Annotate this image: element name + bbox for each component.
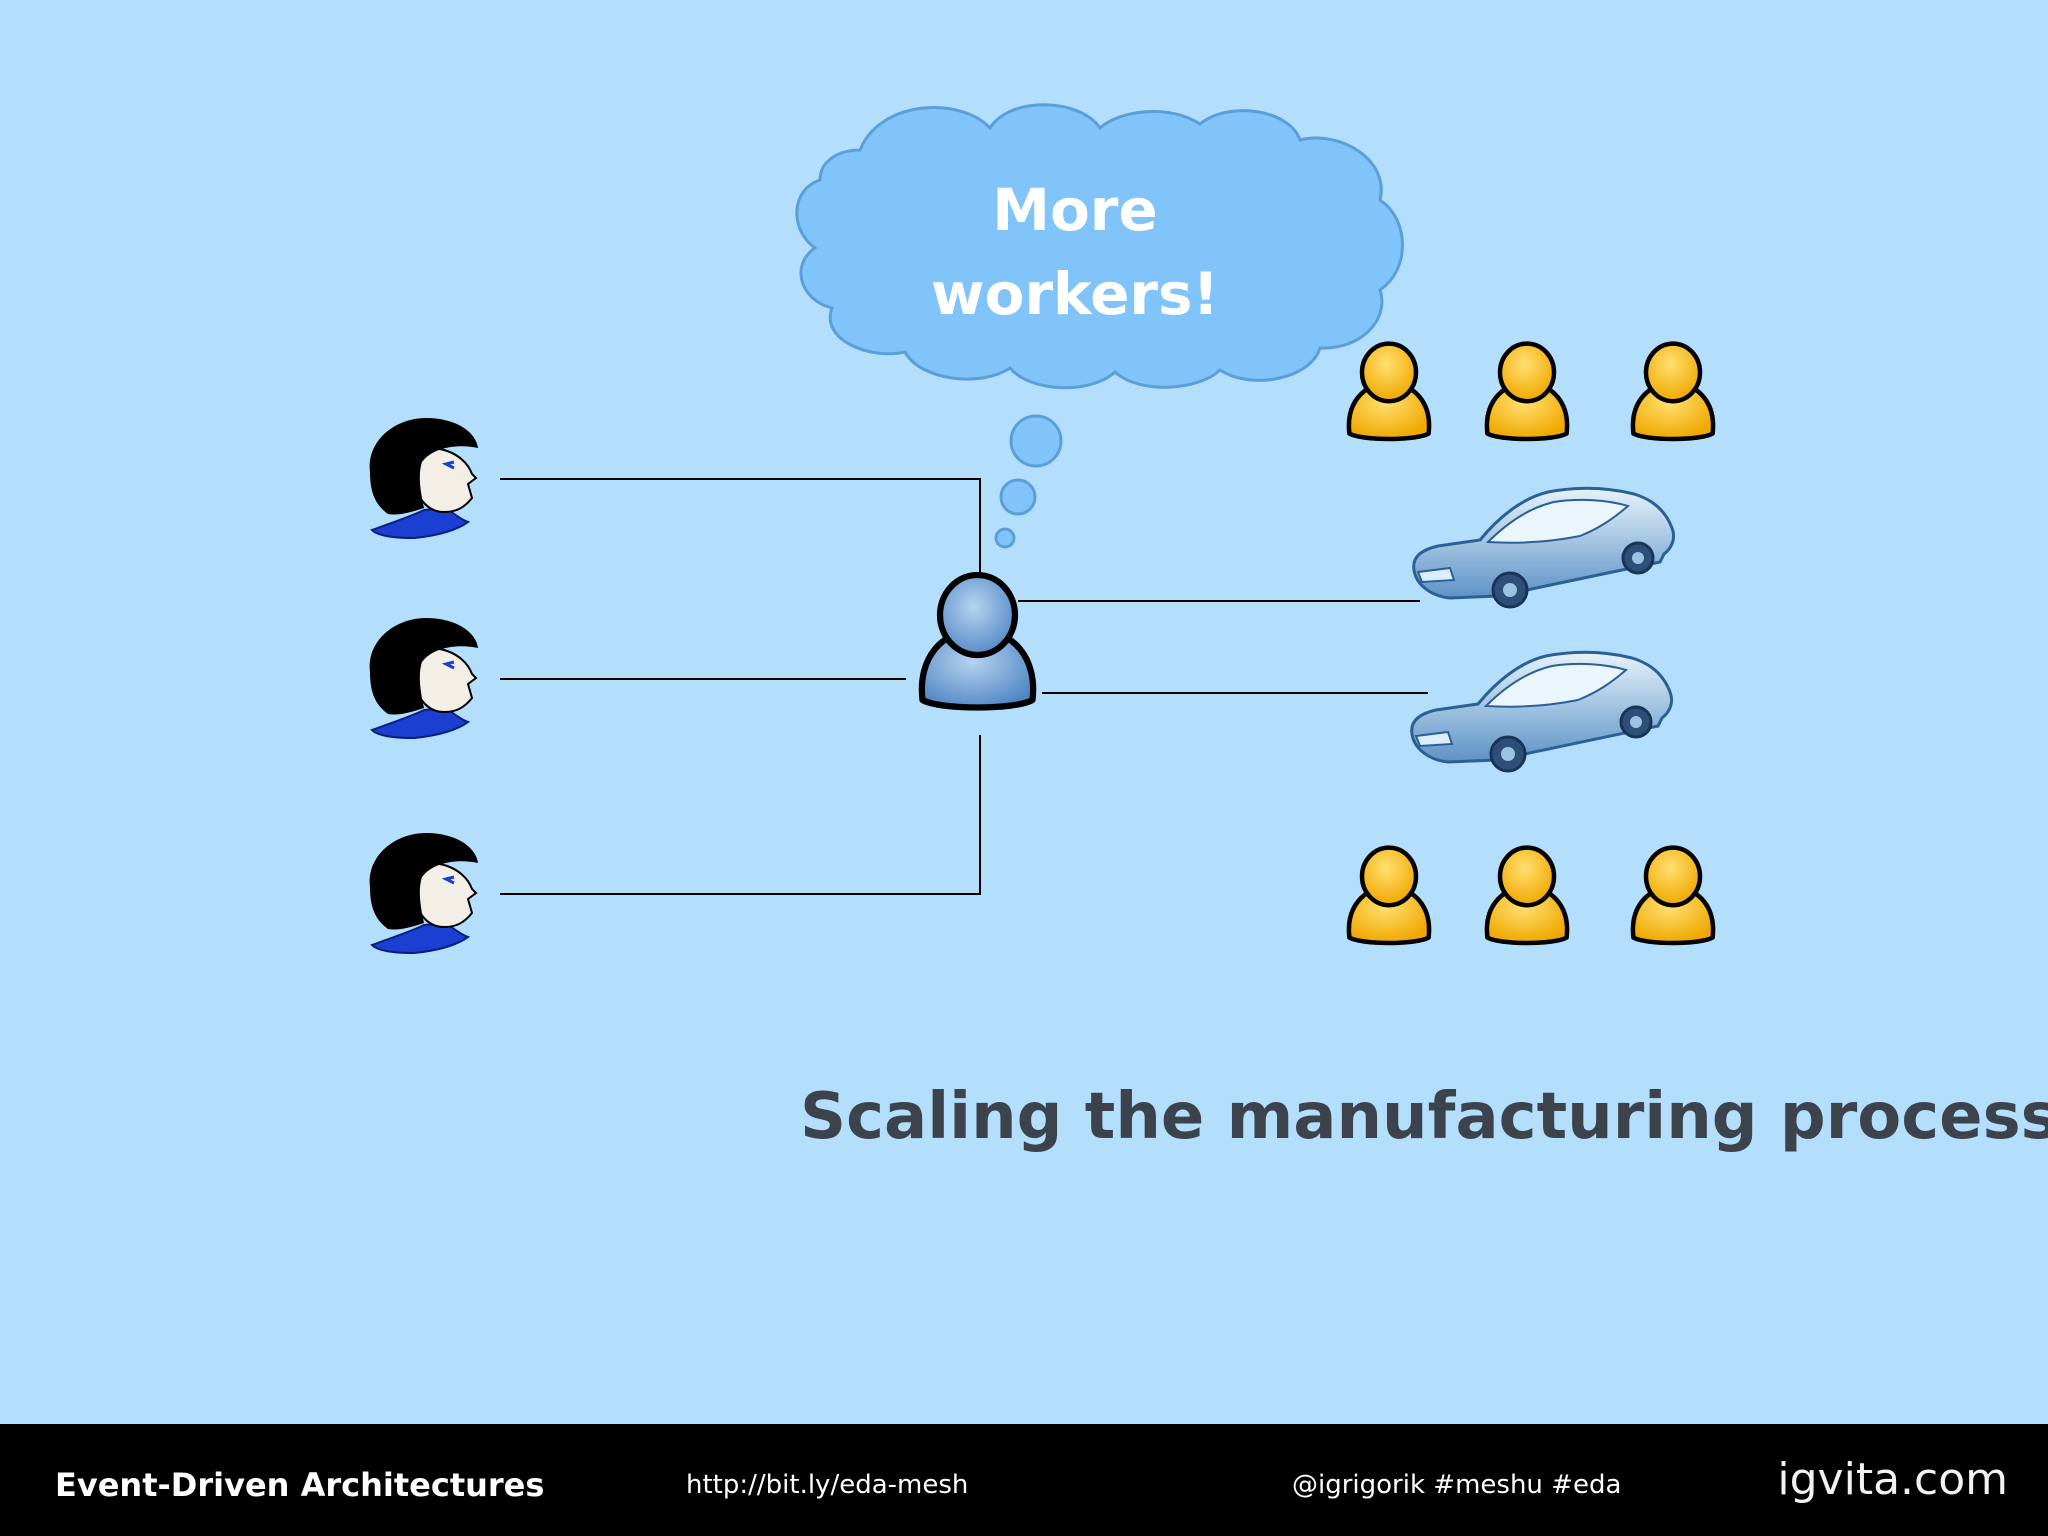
connector-customer-3 — [500, 735, 981, 895]
worker-person-icon — [1349, 344, 1429, 439]
worker-person-icon — [1633, 848, 1713, 943]
footer-brand-logo: igvita.com — [1777, 1454, 2008, 1505]
slide: More workers! Scaling the manufacturing … — [368, 103, 2048, 1154]
connector-customer-1 — [500, 478, 981, 575]
connector-lines — [500, 478, 1428, 895]
footer-title: Event-Driven Architectures — [55, 1466, 545, 1504]
car-icon — [1410, 650, 1674, 773]
manager-person-icon — [922, 575, 1033, 708]
thought-cloud-icon — [795, 103, 1404, 549]
worker-person-icon — [1349, 848, 1429, 943]
customer-head-icon — [368, 416, 480, 540]
bubble-text-line1: More — [992, 176, 1158, 244]
slide-title: Scaling the manufacturing process — [800, 1080, 2048, 1154]
worker-person-icon — [1487, 344, 1567, 439]
customer-head-icon — [368, 831, 480, 955]
car-icon — [1412, 486, 1676, 609]
footer-bar: Event-Driven Architectures http://bit.ly… — [0, 1424, 2048, 1536]
footer-link[interactable]: http://bit.ly/eda-mesh — [686, 1470, 969, 1500]
footer-handle: @igrigorik #meshu #eda — [1292, 1470, 1622, 1500]
worker-person-icon — [1487, 848, 1567, 943]
worker-person-icon — [1633, 344, 1713, 439]
customer-head-icon — [368, 616, 480, 740]
bubble-text-line2: workers! — [931, 260, 1219, 328]
diagram — [368, 103, 2048, 955]
